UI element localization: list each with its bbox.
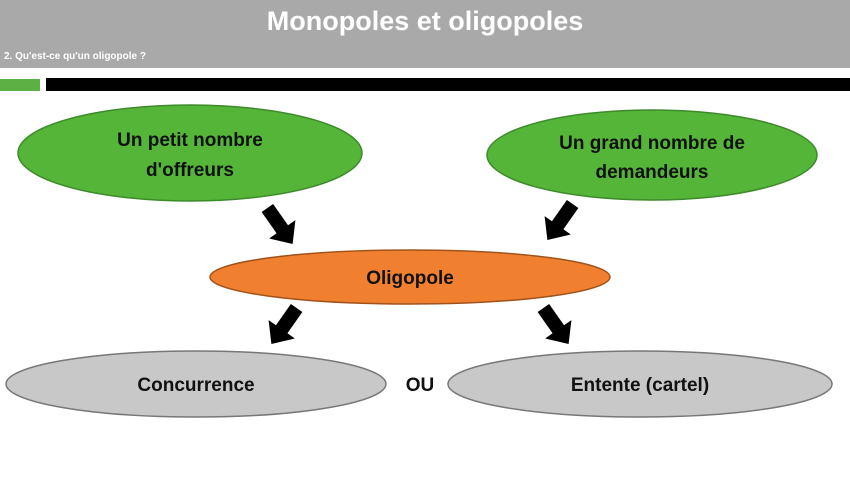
arrow-down-left-icon <box>534 194 586 250</box>
node-competition: Concurrence <box>5 350 387 418</box>
node-few-suppliers: Un petit nombre d'offreurs <box>17 104 363 202</box>
node-label: Un grand nombre de <box>559 133 745 154</box>
node-label: Oligopole <box>366 268 454 289</box>
arrow-down-right-icon <box>530 298 582 354</box>
black-divider-bar <box>46 78 850 91</box>
node-cartel: Entente (cartel) <box>447 350 833 418</box>
arrow-down-left-icon <box>258 298 310 354</box>
green-accent-bar <box>0 79 40 91</box>
node-oligopoly: Oligopole <box>209 249 611 305</box>
arrow-down-right-icon <box>254 198 306 254</box>
slide-title: Monopoles et oligopoles <box>266 6 584 36</box>
node-label: Entente (cartel) <box>571 375 709 396</box>
node-many-buyers: Un grand nombre de demandeurs <box>486 109 818 201</box>
node-label: demandeurs <box>596 162 709 183</box>
node-label: d'offreurs <box>146 160 234 181</box>
slide-subtitle: 2. Qu'est-ce qu'un oligopole ? <box>4 51 146 62</box>
or-label: OU <box>406 375 435 396</box>
title-bar: Monopoles et oligopoles 2. Qu'est-ce qu'… <box>0 0 850 68</box>
node-label: Un petit nombre <box>117 130 263 151</box>
node-label: Concurrence <box>137 375 254 396</box>
